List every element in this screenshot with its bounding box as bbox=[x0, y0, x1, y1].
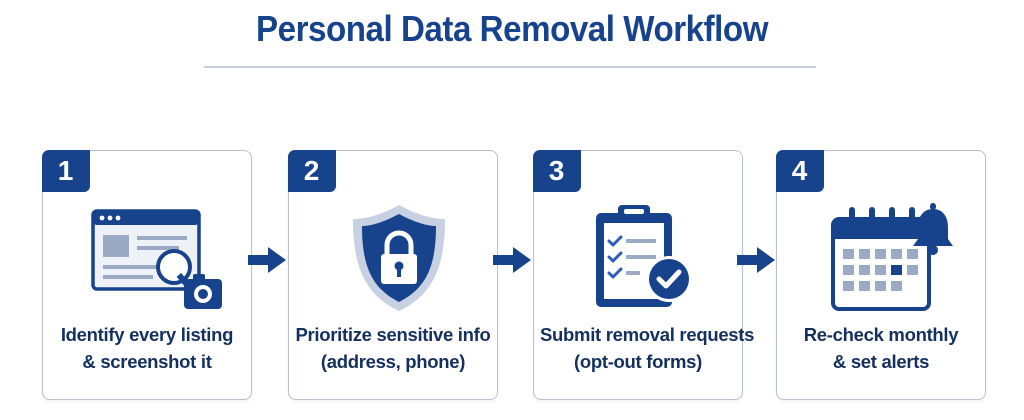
shield-lock-icon bbox=[353, 205, 445, 311]
step-card-1: 1 Identify every listing & screenshot it bbox=[41, 149, 252, 400]
step-card-2: 2 Prioritize sensitive info (address, ph… bbox=[287, 149, 498, 400]
step-number-badge: 3 bbox=[532, 149, 581, 192]
step-number-badge: 2 bbox=[287, 149, 336, 192]
step-caption-line-1: Identify every listing bbox=[60, 324, 234, 345]
step-caption: Identify every listing & screenshot it bbox=[49, 321, 245, 375]
step-caption: Re-check monthly & set alerts bbox=[783, 321, 979, 375]
arrow-right-icon bbox=[493, 247, 531, 273]
page-title: Personal Data Removal Workflow bbox=[256, 8, 768, 49]
step-caption-line-1: Re-check monthly bbox=[803, 324, 959, 345]
step-caption-line-2: & screenshot it bbox=[82, 351, 212, 372]
step-caption-line-1: Prioritize sensitive info bbox=[295, 324, 491, 345]
step-caption-line-2: & set alerts bbox=[832, 351, 930, 372]
step-caption-line-2: (opt-out forms) bbox=[573, 351, 703, 372]
step-caption-line-2: (address, phone) bbox=[320, 351, 466, 372]
title-divider bbox=[204, 66, 816, 68]
step-caption-line-1: Submit removal requests bbox=[540, 324, 755, 345]
browser-camera-icon bbox=[91, 209, 222, 309]
step-card-4: 4 Re-check monthly & set alerts bbox=[775, 149, 986, 400]
arrow-right-icon bbox=[737, 247, 775, 273]
clipboard-check-icon bbox=[596, 205, 692, 307]
calendar-bell-icon bbox=[831, 203, 953, 311]
step-caption: Submit removal requests (opt-out forms) bbox=[540, 321, 755, 375]
step-number-badge: 4 bbox=[775, 149, 824, 192]
step-number-badge: 1 bbox=[41, 149, 90, 192]
step-caption: Prioritize sensitive info (address, phon… bbox=[295, 321, 491, 375]
arrow-right-icon bbox=[248, 247, 286, 273]
step-card-3: 3 Submit removal requests (opt-out forms… bbox=[532, 149, 755, 400]
